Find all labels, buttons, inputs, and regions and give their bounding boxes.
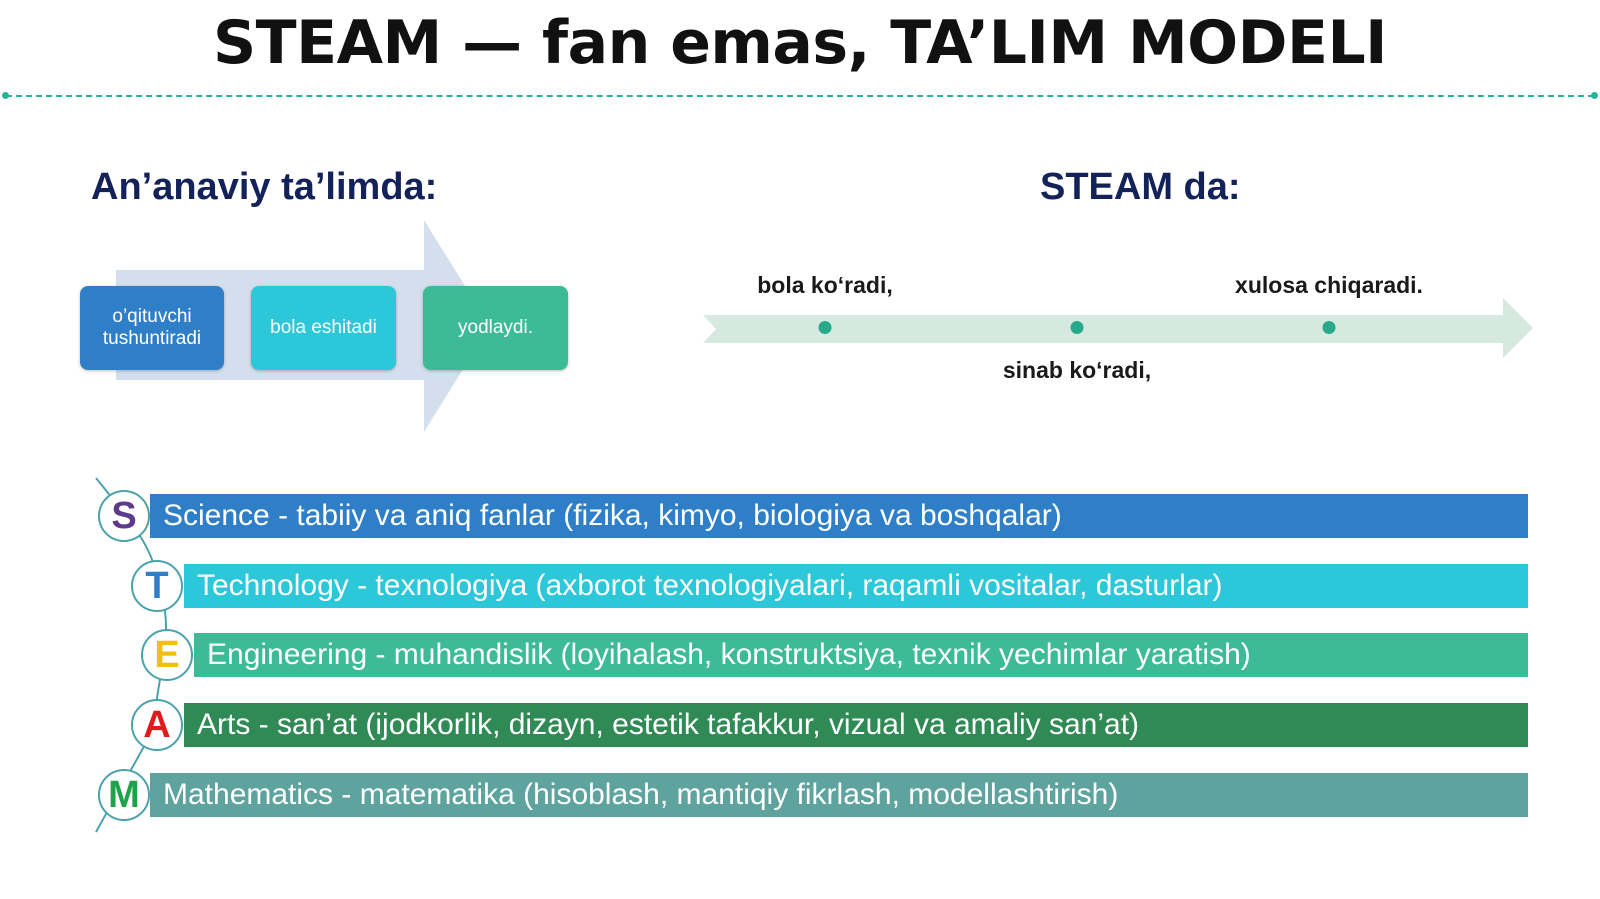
steam-process-heading: STEAM da: (1040, 166, 1241, 208)
steam-bar-s-text: Science - tabiiy va aniq fanlar (fizika,… (163, 499, 1062, 532)
steam-bars: Science - tabiiy va aniq fanlar (fizika,… (150, 494, 1528, 817)
steam-letter-s: S (98, 490, 150, 542)
steam-letter-m: M (98, 769, 150, 821)
title-divider (6, 95, 1594, 97)
traditional-step-2-label: bola eshitadi (270, 317, 377, 338)
steam-letter-e: E (141, 629, 193, 681)
traditional-step-1: o’qituvchi tushuntiradi (80, 286, 224, 370)
steam-bar-t-text: Technology - texnologiya (axborot texnol… (197, 569, 1223, 602)
traditional-step-2: bola eshitadi (251, 286, 396, 370)
steam-bar-m-text: Mathematics - matematika (hisoblash, man… (163, 778, 1119, 811)
traditional-step-3: yodlaydi. (423, 286, 568, 370)
steam-bar-m: Mathematics - matematika (hisoblash, man… (150, 773, 1528, 817)
steam-bar-s: Science - tabiiy va aniq fanlar (fizika,… (150, 494, 1528, 538)
timeline-label-2: sinab ko‘radi, (1002, 357, 1152, 383)
steam-bar-a: Arts - san’at (ijodkorlik, dizayn, estet… (184, 703, 1528, 747)
steam-letter-a: A (131, 699, 183, 751)
timeline-label-1: bola ko‘radi, (757, 272, 893, 298)
traditional-step-1-label: o’qituvchi tushuntiradi (102, 306, 202, 349)
steam-bar-t: Technology - texnologiya (axborot texnol… (184, 564, 1528, 608)
steam-bar-e: Engineering - muhandislik (loyihalash, k… (194, 633, 1528, 677)
steam-letter-t: T (131, 560, 183, 612)
timeline-label-3: xulosa chiqaradi. (1235, 272, 1423, 298)
traditional-step-3-label: yodlaydi. (458, 317, 533, 338)
timeline-dot-3 (1322, 321, 1336, 334)
page-title: STEAM — fan emas, TA’LIM MODELI (212, 8, 1388, 78)
traditional-heading: An’anaviy ta’limda: (91, 166, 438, 208)
timeline-dot-1 (818, 321, 832, 334)
divider-end-dot (1591, 92, 1598, 99)
steam-bar-a-text: Arts - san’at (ijodkorlik, dizayn, estet… (197, 708, 1140, 741)
steam-bar-e-text: Engineering - muhandislik (loyihalash, k… (207, 638, 1251, 671)
divider-start-dot (2, 92, 9, 99)
timeline-dot-2 (1070, 321, 1084, 334)
